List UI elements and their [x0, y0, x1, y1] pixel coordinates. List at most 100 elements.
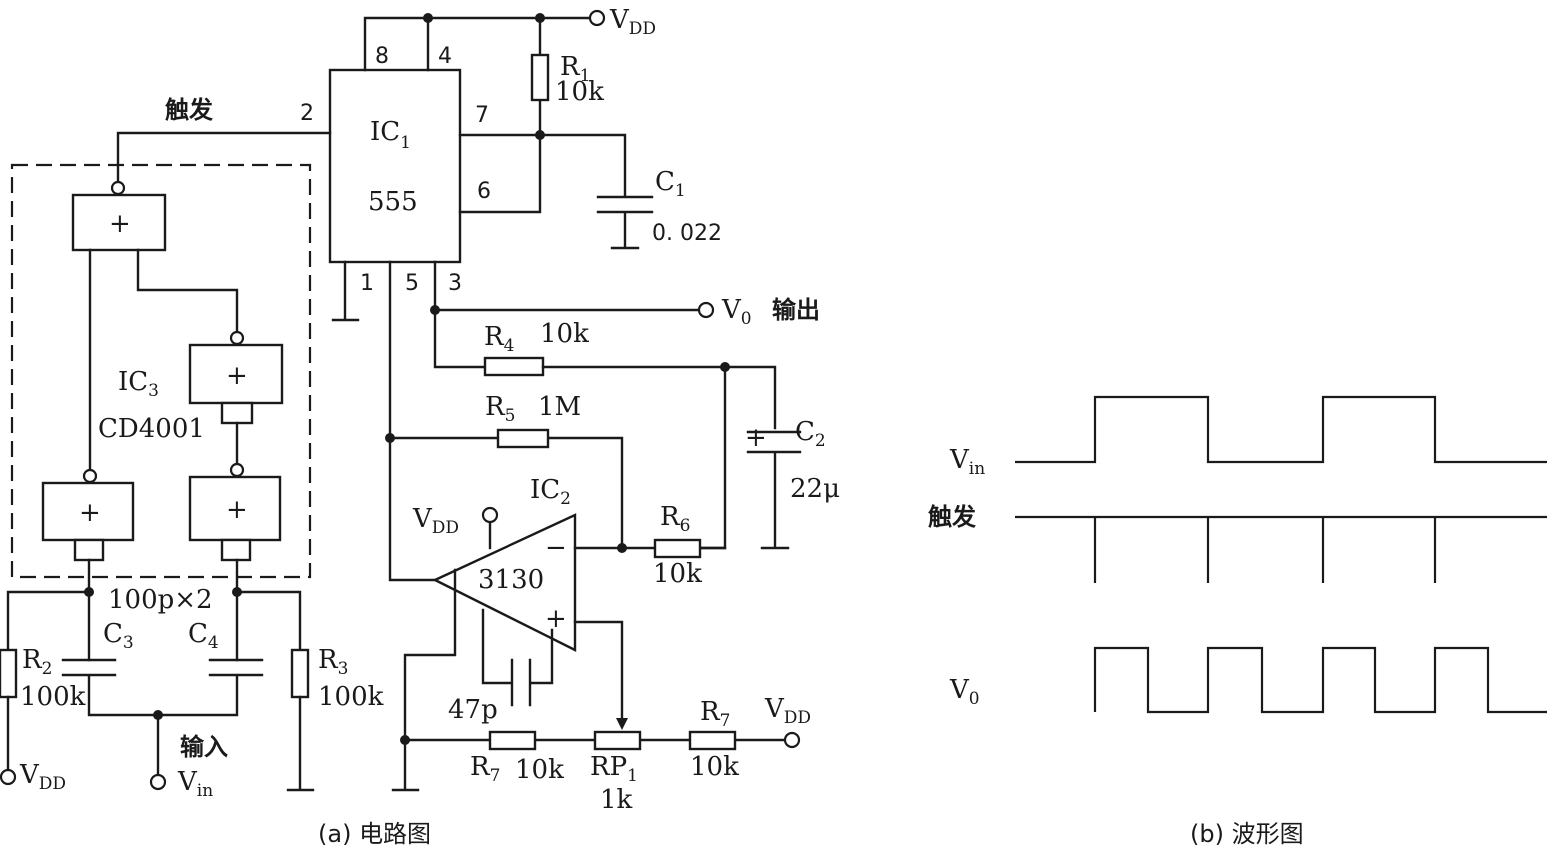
gate2-stub	[220, 401, 254, 425]
ic2-minus: −	[545, 533, 567, 563]
r3-value: 100k	[318, 682, 384, 712]
waveform-vo	[1093, 646, 1547, 714]
junction-dot	[535, 130, 545, 140]
vdd-terminal-r2	[0, 768, 17, 786]
r4-value: 10k	[540, 319, 589, 349]
trigger-label: 触发	[165, 96, 213, 124]
ic1-pin4: 4	[438, 44, 452, 69]
rp1-potentiometer	[593, 730, 642, 751]
r7b-name: R7	[700, 697, 730, 731]
input-terminal	[149, 773, 167, 791]
c2-value: 22μ	[790, 474, 840, 504]
vdd-terminal-top	[588, 9, 606, 27]
c3-c4-capacitors	[61, 658, 264, 717]
ic2-name: IC2	[530, 475, 571, 509]
r5-resistor	[496, 428, 550, 449]
c34-value: 100p×2	[108, 585, 213, 615]
c2-polarity: +	[745, 423, 767, 453]
c1-value: 0. 022	[652, 221, 722, 246]
ic1-pin2: 2	[300, 101, 314, 126]
r7a-value: 10k	[515, 755, 564, 785]
gate1-inputs	[88, 248, 239, 472]
vdd-label-top: VDD	[609, 5, 656, 39]
r6-value: 10k	[653, 559, 702, 589]
waveform-trigger-label: 触发	[928, 503, 976, 531]
gate3-inverter-bubble	[82, 468, 98, 484]
junction-dot	[84, 587, 94, 597]
gate4-inverter-bubble	[229, 462, 245, 478]
ic1-pin7: 7	[475, 103, 489, 128]
pin7-pin6-wire	[458, 133, 627, 214]
rp1-name: RP1	[590, 752, 638, 786]
r5-value: 1M	[538, 392, 581, 422]
rp1-value: 1k	[600, 785, 633, 815]
ic2-vdd-label: VDD	[412, 504, 459, 538]
gate1-body	[71, 193, 167, 252]
input-label: Vin	[177, 767, 213, 801]
ic1-pin5: 5	[405, 271, 419, 296]
gate-output-network	[6, 558, 302, 662]
pin1-ground	[331, 260, 360, 322]
r7b-resistor	[688, 730, 737, 751]
ic1-name: IC1	[370, 117, 411, 153]
r3-name: R3	[318, 645, 348, 679]
output-terminal	[697, 301, 715, 319]
junction-dot	[423, 13, 433, 23]
output-text: 输出	[772, 296, 820, 324]
gate2-inverter-bubble	[229, 330, 245, 346]
gate3-stub	[73, 538, 105, 562]
ic3-dashed-boundary	[10, 163, 312, 579]
r6-resistor	[653, 538, 702, 559]
input-text: 输入	[180, 733, 228, 761]
c1-capacitor	[596, 195, 654, 250]
ic3-name: IC3	[118, 367, 159, 401]
gate3-symbol: +	[79, 498, 101, 528]
gate2-symbol: +	[226, 361, 248, 391]
ic2-opamp-body	[432, 513, 577, 652]
waveform-trigger	[1015, 515, 1547, 583]
junction-dot	[720, 362, 730, 372]
trigger-wire	[116, 131, 332, 185]
rp1-wiper-arrow	[616, 718, 628, 730]
gate4-symbol: +	[226, 495, 248, 525]
r1-name: R1	[560, 52, 590, 86]
gate4-stub	[220, 538, 252, 562]
vdd-rail-top	[363, 16, 592, 72]
waveform-diagram: Vin 触发 V0	[928, 395, 1547, 714]
ic2-type: 3130	[478, 565, 544, 595]
waveform-vin-label: Vin	[949, 445, 985, 479]
ic2-plus: +	[545, 604, 567, 634]
ic1-pin3: 3	[448, 271, 462, 296]
r4-resistor	[483, 356, 545, 377]
r4-name: R4	[484, 322, 514, 356]
gate3-body	[41, 481, 135, 542]
c2-name: C2	[795, 417, 826, 451]
gate1-inverter-bubble	[110, 180, 126, 196]
ic1-pin6: 6	[477, 179, 491, 204]
pin3-output-wire	[433, 260, 702, 369]
ic1-type: 555	[368, 187, 418, 217]
ic1-pin8: 8	[375, 44, 389, 69]
caption-a: (a) 电路图	[318, 820, 431, 848]
r7b-value: 10k	[690, 752, 739, 782]
opamp-ground-wire	[391, 568, 457, 792]
c4-name: C4	[188, 619, 219, 653]
ic1-555-body	[328, 68, 462, 264]
junction-dot	[385, 433, 395, 443]
pin5-r5-wire	[388, 260, 624, 582]
vdd-label-divider: VDD	[764, 694, 811, 728]
r1-resistor	[530, 53, 550, 102]
r2-resistor	[0, 648, 18, 699]
r5-name: R5	[485, 392, 515, 426]
r6-name: R6	[660, 502, 690, 536]
c-comp-capacitor	[481, 608, 554, 707]
circuit-diagram: IC1 555 8 4 2 7 6 1 5 3 VDD R1 10k C1 0.…	[0, 5, 840, 815]
gate2-body	[188, 343, 284, 405]
r3-resistor	[290, 648, 310, 699]
r1-value: 10k	[555, 77, 604, 107]
waveform-vin	[1015, 395, 1547, 464]
c2-capacitor	[746, 430, 802, 550]
ic2-vdd-terminal	[481, 506, 499, 524]
c1-name: C1	[655, 167, 686, 201]
